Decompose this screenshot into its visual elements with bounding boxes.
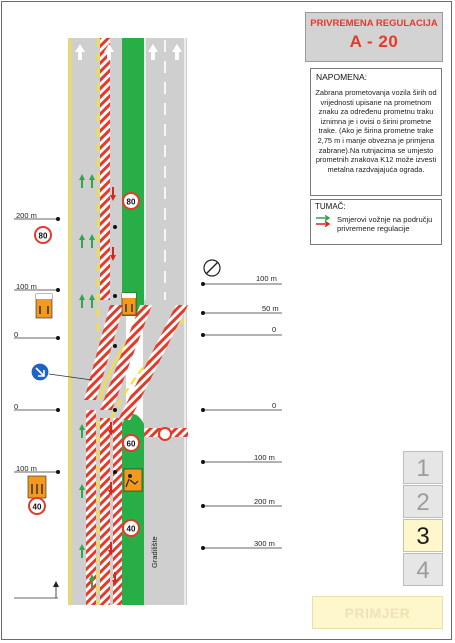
barrier-hatch-crossover-1 <box>84 305 124 400</box>
keep-right-sign-icon <box>30 362 93 382</box>
arrow-up-icon <box>75 44 85 60</box>
svg-text:80: 80 <box>39 232 48 241</box>
speed-sign-40-left: 40 <box>28 497 46 515</box>
distance-label: 200 m <box>16 211 37 220</box>
distance-label: 100 m <box>16 464 37 473</box>
speed-sign-80-upper: 80 <box>122 192 140 210</box>
barrier-hatch-lower-1 <box>100 418 110 605</box>
svg-text:80: 80 <box>127 198 136 207</box>
distance-dots-left <box>56 217 117 474</box>
svg-text:40: 40 <box>33 503 42 512</box>
distance-label: 300 m <box>254 539 275 548</box>
construction-site-label: Gradilište <box>150 536 159 568</box>
distance-label: 200 m <box>254 497 275 506</box>
lane-layout-sign-icon <box>121 292 137 316</box>
note-heading: NAPOMENA: <box>316 72 368 82</box>
distance-dots-right <box>201 282 205 550</box>
note-box: NAPOMENA: Zabrana prometovanja vozila ši… <box>310 68 442 196</box>
distance-label: 100 m <box>254 453 275 462</box>
median-strip-lower <box>122 414 144 605</box>
distance-label: 50 m <box>262 304 279 313</box>
speed-sign-80-left: 80 <box>34 226 52 244</box>
page-button-4[interactable]: 4 <box>403 553 443 586</box>
legend-box: TUMAČ: Smjerovi vožnje na području privr… <box>310 199 442 245</box>
lane-arrows-top <box>75 44 182 60</box>
page-button-3[interactable]: 3 <box>403 519 443 552</box>
closure-marker <box>158 427 172 441</box>
arrow-up-icon <box>172 44 182 60</box>
page-button-2[interactable]: 2 <box>403 485 443 518</box>
note-body: Zabrana prometovanja vozila širih od vri… <box>315 88 437 174</box>
legend-text: Smjerovi vožnje na području privremene r… <box>337 215 433 234</box>
direction-arrows <box>79 174 130 588</box>
barrier-hatch-lower-2 <box>113 418 122 605</box>
roadworks-sign-icon <box>123 468 143 492</box>
arrow-up-icon <box>104 44 114 60</box>
distance-label: 0 <box>14 402 19 411</box>
distance-lines-left <box>14 218 58 599</box>
distance-label: 0 <box>272 401 277 410</box>
speed-sign-60: 60 <box>122 434 140 452</box>
distance-label: 0 <box>272 325 277 334</box>
legend-arrows-icon <box>316 215 331 227</box>
title-code: A - 20 <box>349 32 399 51</box>
arrow-up-icon <box>53 581 59 598</box>
example-button[interactable]: PRIMJER <box>312 596 443 629</box>
barrier-hatch-crossover-3 <box>118 305 188 420</box>
barrier-hatch-upper <box>100 38 110 300</box>
distance-lines-right <box>203 283 282 549</box>
title-line: PRIVREMENA REGULACIJA <box>310 18 438 29</box>
barrier-hatch-lower-3 <box>86 410 96 605</box>
arrow-up-icon <box>148 44 158 60</box>
title-box: PRIVREMENA REGULACIJA A - 20 <box>305 12 443 62</box>
svg-text:40: 40 <box>127 525 136 534</box>
legend-heading: TUMAČ: <box>315 202 346 211</box>
distance-label: 100 m <box>16 282 37 291</box>
speed-sign-40-median: 40 <box>122 519 140 537</box>
distance-label: 100 m <box>256 274 277 283</box>
median-strip-upper <box>122 38 144 316</box>
svg-text:60: 60 <box>127 440 136 449</box>
lane-layout-sign-icon <box>35 293 53 319</box>
no-overtaking-end-sign-icon <box>203 259 221 277</box>
lane-layout-sign-icon <box>27 475 47 499</box>
page-selector: 1 2 3 4 <box>403 451 443 587</box>
page-button-1[interactable]: 1 <box>403 451 443 484</box>
distance-label: 0 <box>14 330 19 339</box>
barrier-hatch-crossover-2 <box>100 305 152 410</box>
